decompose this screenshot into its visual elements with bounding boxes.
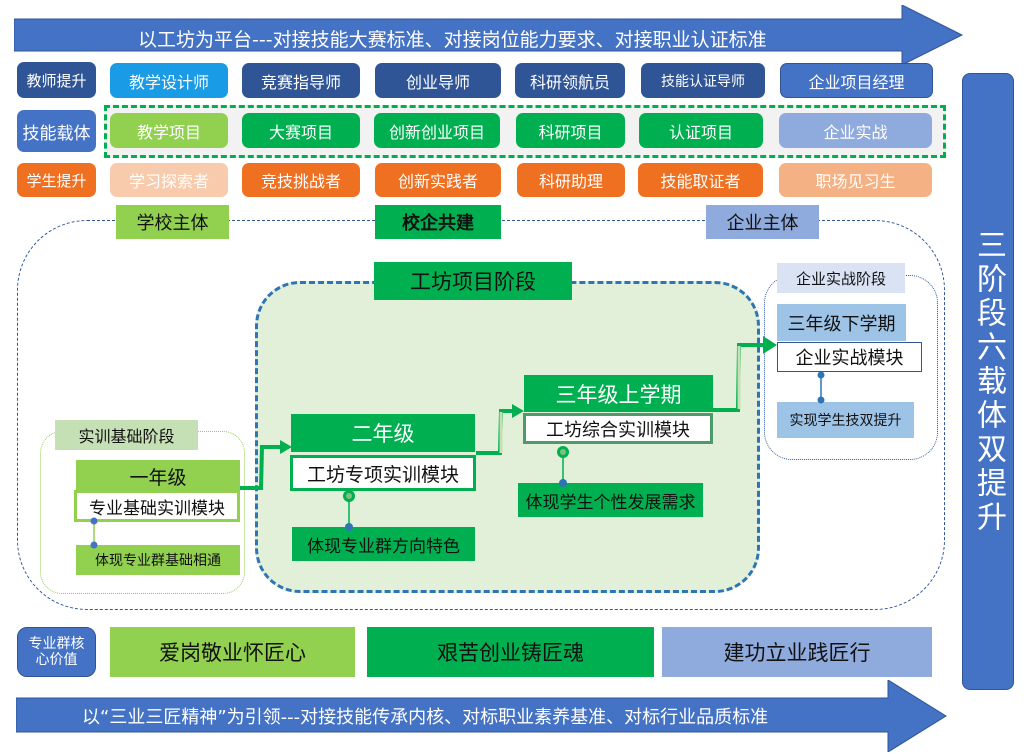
bottom-banner-arrow	[16, 680, 947, 752]
pin-year2-bottom	[345, 523, 353, 531]
teacher-item-3: 创业导师	[375, 63, 501, 98]
year2-grade: 二年级	[291, 414, 475, 452]
basic-stage-title: 实训基础阶段	[55, 420, 198, 450]
arrowhead-year3a	[512, 404, 524, 418]
core-value-3: 建功立业践匠行	[662, 627, 932, 677]
teacher-item-1: 教学设计师	[110, 63, 228, 98]
enterprise-outcome: 实现学生技双提升	[777, 402, 914, 438]
basic-module: 专业基础实训模块	[74, 490, 240, 522]
pin-basic-bottom	[90, 541, 98, 549]
carrier-item-6: 企业实战	[779, 113, 932, 148]
basic-grade: 一年级	[76, 460, 240, 492]
core-value-1: 爱岗敬业怀匠心	[110, 627, 355, 677]
pin-enterprise-bottom	[817, 396, 825, 404]
teacher-item-2: 竞赛指导师	[242, 63, 360, 98]
student-item-2: 竞技挑战者	[242, 163, 360, 197]
pin-enterprise-top	[817, 371, 825, 379]
row-label-student: 学生提升	[17, 163, 96, 197]
student-item-5: 技能取证者	[638, 163, 763, 197]
carrier-item-5: 认证项目	[639, 113, 763, 148]
student-item-3: 创新实践者	[375, 163, 501, 197]
top-banner-text: 以工坊为平台---对接技能大赛标准、对接岗位能力要求、对接职业认证标准	[138, 29, 767, 51]
enterprise-module: 企业实战模块	[777, 342, 922, 372]
pin-year3a-bottom	[559, 479, 567, 487]
year2-outcome: 体现专业群方向特色	[292, 527, 475, 561]
year2-module: 工坊专项实训模块	[290, 455, 476, 491]
basic-outcome: 体现专业群基础相通	[76, 545, 240, 575]
student-item-6: 职场见习生	[779, 163, 932, 197]
year3a-grade: 三年级上学期	[524, 375, 713, 412]
row-label-carrier: 技能载体	[17, 110, 96, 152]
core-values-label: 专业群核 心价值	[17, 627, 96, 677]
top-banner-arrow	[14, 5, 964, 65]
core-value-2: 艰苦创业铸匠魂	[367, 627, 654, 677]
student-item-1: 学习探索者	[110, 163, 228, 197]
year3a-module: 工坊综合实训模块	[523, 413, 713, 444]
carrier-item-1: 教学项目	[110, 113, 228, 148]
teacher-item-5: 技能认证导师	[641, 63, 765, 98]
enterprise-grade: 三年级下学期	[777, 304, 906, 341]
row-label-teacher: 教师提升	[17, 62, 96, 98]
side-title: 三阶段六载体双提升	[962, 73, 1014, 690]
carrier-item-4: 科研项目	[516, 113, 625, 148]
connector-basic-to-year2	[240, 445, 282, 490]
carrier-item-3: 创新创业项目	[374, 113, 500, 148]
subject-school: 学校主体	[116, 205, 229, 239]
teacher-item-4: 科研领航员	[515, 63, 625, 98]
carrier-item-2: 大赛项目	[242, 113, 360, 148]
teacher-item-6: 企业项目经理	[780, 63, 933, 98]
connector-year2-to-year3a	[476, 409, 514, 455]
student-item-4: 科研助理	[517, 163, 625, 197]
bottom-banner-text: 以“三业三匠精神”为引领---对接技能传承内核、对标职业素养基准、对标行业品质标…	[82, 707, 769, 728]
subject-enterprise: 企业主体	[706, 205, 819, 239]
side-title-text: 三阶段六载体双提升	[971, 228, 1006, 535]
workshop-stage-title: 工坊项目阶段	[374, 262, 572, 300]
subject-joint: 校企共建	[375, 205, 501, 239]
arrowhead-year2	[280, 440, 292, 454]
year3a-outcome: 体现学生个性发展需求	[518, 483, 703, 517]
pin-basic-top	[90, 517, 98, 525]
enterprise-stage-title: 企业实战阶段	[777, 263, 905, 293]
arrowhead-enterprise	[763, 336, 777, 354]
